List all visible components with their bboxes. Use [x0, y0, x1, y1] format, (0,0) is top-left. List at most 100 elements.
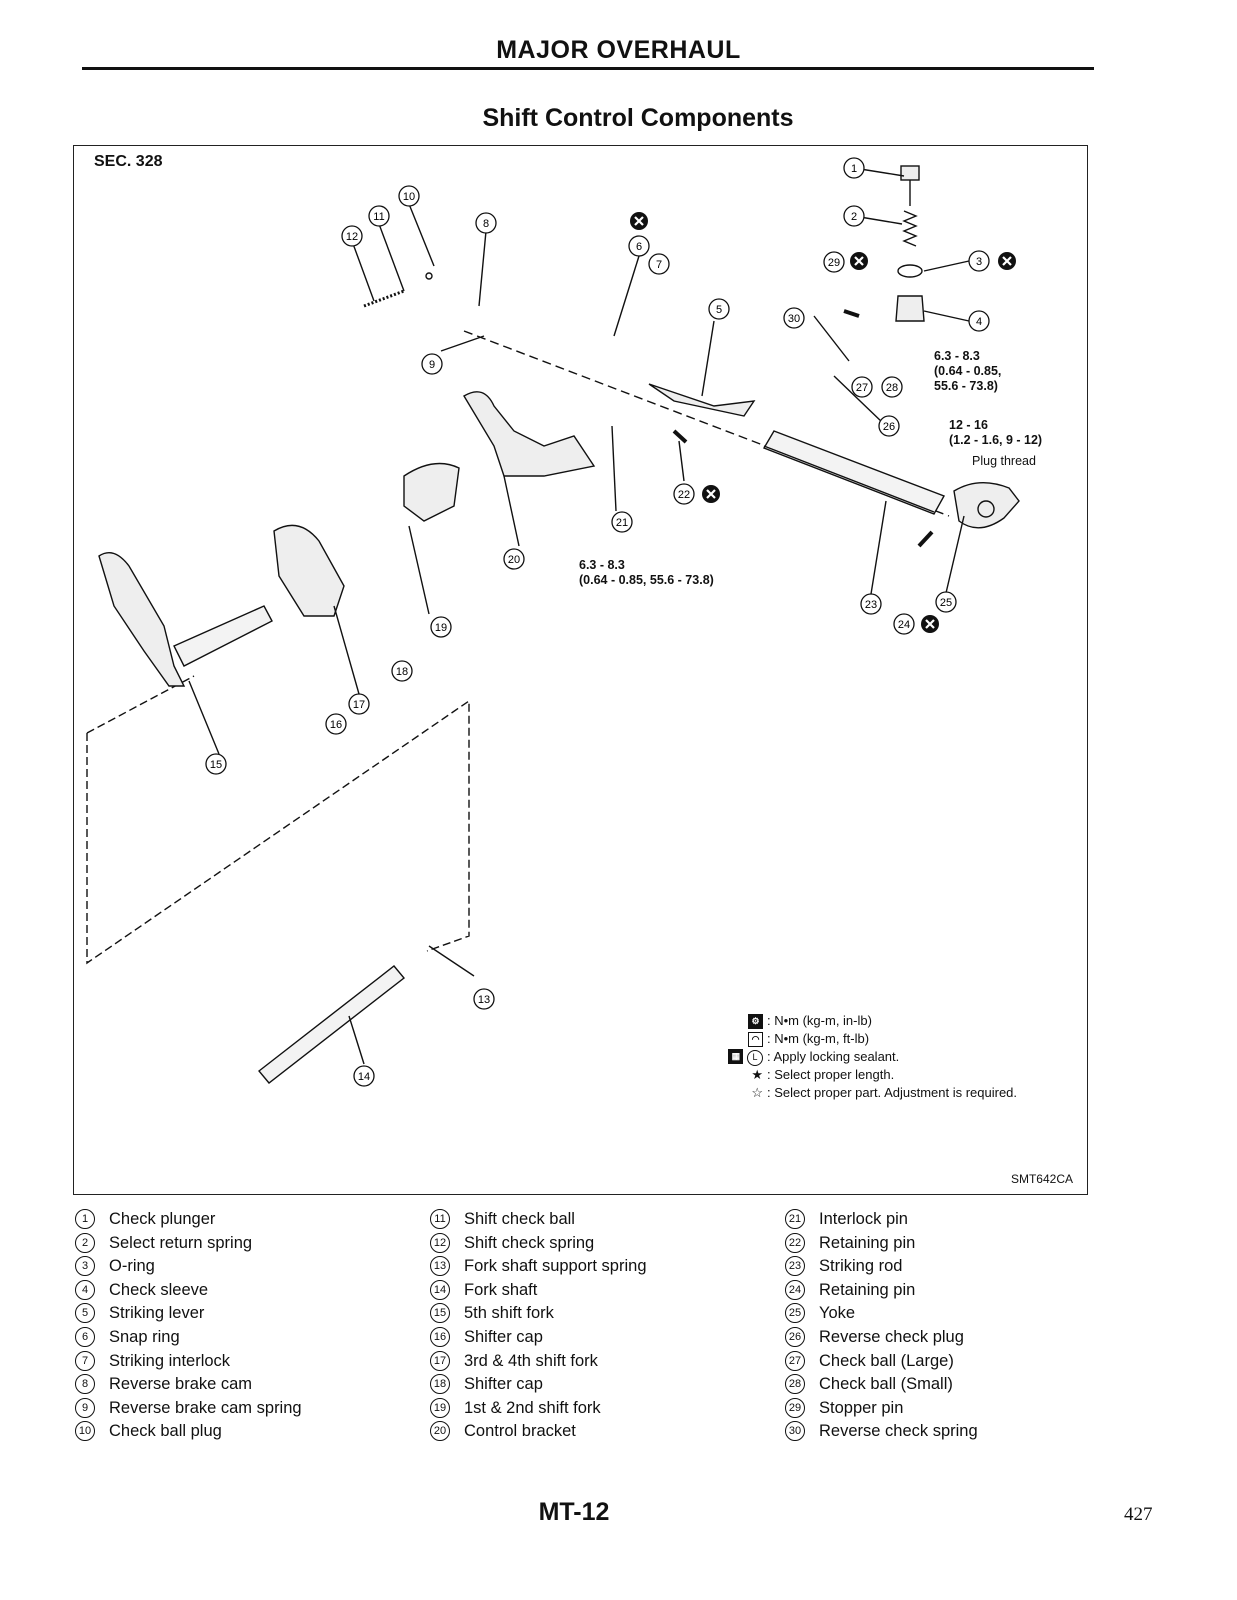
legend-symbol: ⚙ [719, 1012, 763, 1030]
legend-symbol: ▦ L [719, 1047, 763, 1066]
legend-text: : N•m (kg-m, ft-lb) [767, 1030, 870, 1046]
torque-spec-b: 12 - 16 (1.2 - 1.6, 9 - 12) [949, 418, 1043, 447]
part-label: Retaining pin [819, 1280, 916, 1299]
legend-text: : Apply locking sealant. [767, 1048, 900, 1064]
svg-text:23: 23 [865, 599, 877, 611]
part-number-badge: 1 [75, 1209, 95, 1229]
callout-7: 7 [648, 253, 670, 275]
callout-5: 5 [708, 298, 730, 320]
legend-text: : Select proper length. [767, 1067, 895, 1082]
part-label: 1st & 2nd shift fork [464, 1398, 601, 1417]
callout-26: 26 [878, 415, 900, 437]
part-label: Stopper pin [819, 1398, 904, 1417]
no-reuse-icon [921, 615, 939, 633]
no-reuse-icon [850, 252, 868, 270]
legend-row: ⚙: N•m (kg-m, in-lb) [719, 1012, 1017, 1030]
part-number-badge: 26 [785, 1326, 805, 1347]
part-label: Shift check spring [464, 1233, 595, 1252]
symbol-legend: ⚙: N•m (kg-m, in-lb)◠: N•m (kg-m, ft-lb)… [719, 1012, 1017, 1101]
callout-23: 23 [860, 593, 882, 615]
part-label: Fork shaft [464, 1280, 538, 1299]
svg-text:30: 30 [788, 313, 800, 325]
callout-30: 30 [783, 307, 805, 329]
part-number-badge: 2 [75, 1232, 95, 1253]
callout-16: 16 [325, 713, 347, 735]
figure-code: SMT642CA [1010, 1172, 1073, 1186]
svg-text:7: 7 [656, 259, 662, 271]
part-label: Fork shaft support spring [464, 1257, 647, 1276]
part-number-badge: 3 [75, 1256, 95, 1277]
svg-text:18: 18 [396, 666, 408, 678]
callout-14: 14 [353, 1065, 375, 1087]
part-number-badge: 30 [785, 1421, 805, 1442]
part-label: Striking rod [819, 1257, 903, 1276]
svg-text:2: 2 [851, 211, 857, 223]
part-label: Reverse check plug [819, 1327, 964, 1346]
callout-15: 15 [205, 753, 227, 775]
svg-text:22: 22 [678, 489, 690, 501]
callout-10: 10 [398, 185, 420, 207]
torque-socket-icon: ◠ [748, 1031, 763, 1047]
part-number-badge: 10 [75, 1421, 95, 1442]
callout-1: 1 [843, 157, 865, 179]
part-label: O-ring [109, 1257, 155, 1276]
svg-text:21: 21 [616, 517, 628, 529]
svg-text:1: 1 [851, 163, 857, 175]
callout-4: 4 [968, 310, 990, 332]
part-number-badge: 4 [75, 1279, 95, 1300]
svg-text:10: 10 [403, 191, 415, 203]
legend-row: ◠: N•m (kg-m, ft-lb) [719, 1030, 1017, 1048]
callout-8: 8 [475, 212, 497, 234]
callout-18: 18 [391, 660, 413, 682]
section-title: Shift Control Components [482, 104, 794, 132]
callout-22: 22 [673, 483, 695, 505]
callout-9: 9 [421, 353, 443, 375]
torque-spec-c: 6.3 - 8.3 (0.64 - 0.85, 55.6 - 73.8) [579, 558, 714, 587]
callout-29: 29 [823, 251, 845, 273]
torque-spec-a: 6.3 - 8.3 (0.64 - 0.85, 55.6 - 73.8) [934, 349, 1002, 393]
callout-2: 2 [843, 205, 865, 227]
callout-24: 24 [893, 613, 915, 635]
part-number-badge: 15 [430, 1303, 450, 1324]
part-item-10: 10 Check ball plug [75, 1420, 302, 1444]
callout-17: 17 [348, 693, 370, 715]
callout-13: 13 [473, 988, 495, 1010]
part-number-badge: 21 [785, 1209, 805, 1229]
svg-text:16: 16 [330, 719, 342, 731]
page-number: 427 [1124, 1504, 1153, 1525]
part-label: Check ball plug [109, 1422, 222, 1441]
part-number-badge: 12 [430, 1232, 450, 1253]
section-number: SEC. 328 [94, 153, 163, 170]
legend-row: ☆: Select proper part. Adjustment is req… [719, 1084, 1017, 1102]
torque-wrench-icon: ⚙ [748, 1014, 763, 1030]
no-reuse-icon [702, 485, 720, 503]
part-label: Shifter cap [464, 1375, 543, 1394]
sealant-icon: ▦ [728, 1049, 744, 1065]
part-number-badge: 20 [430, 1421, 450, 1442]
svg-text:6: 6 [636, 241, 642, 253]
part-label: Check plunger [109, 1210, 216, 1228]
header-rule [82, 67, 1094, 70]
svg-text:17: 17 [353, 699, 365, 711]
part-number-badge: 14 [430, 1279, 450, 1300]
part-number-badge: 16 [430, 1326, 450, 1347]
locking-sealant-icon: L [747, 1050, 763, 1066]
no-reuse-icon [630, 212, 648, 230]
part-label: Check ball (Large) [819, 1351, 954, 1370]
part-number-badge: 25 [785, 1303, 805, 1324]
